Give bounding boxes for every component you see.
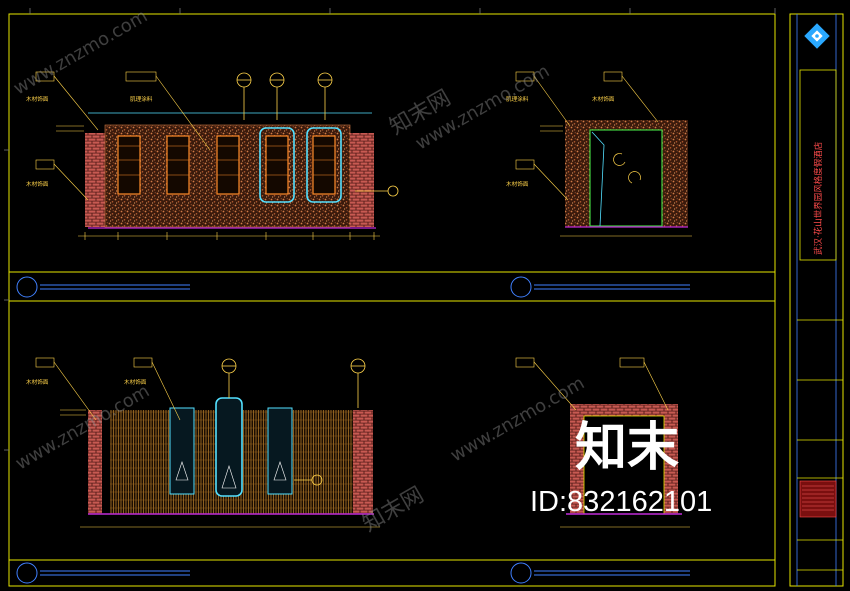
- project-title: 武汉·花山世界园风格度假酒店: [813, 141, 824, 255]
- drawing-title-bubbles: [16, 276, 690, 584]
- watermark-id: ID:832162101: [530, 486, 712, 518]
- label-wood-trim-upper: 木材饰面: [26, 95, 49, 103]
- label-stone-side: 肌理涂料: [506, 95, 529, 103]
- title-block: 武汉·花山世界园风格度假酒店: [796, 14, 843, 586]
- label-wood-trim-lower: 木材饰面: [26, 180, 49, 188]
- border-ticks: [4, 8, 776, 451]
- watermark-site-4: www.znzmo.com: [447, 373, 588, 467]
- elevation-4: [515, 357, 690, 528]
- company-logo-icon: [804, 23, 830, 49]
- watermark-logo: 知末: [575, 418, 679, 478]
- label-wood-side: 木材饰面: [506, 180, 529, 188]
- revision-table: [799, 480, 837, 518]
- elevation-3: 木材饰面 木材饰面: [26, 357, 380, 528]
- elevation-2: 肌理涂料 木材饰面 木材饰面: [506, 71, 692, 237]
- watermark-site-1: www.znzmo.com: [10, 6, 151, 100]
- label-stone-finish: 肌理涂料: [130, 95, 153, 103]
- label-wood-screen: 木材饰面: [124, 378, 147, 386]
- label-wood-panel: 木材饰面: [26, 378, 49, 386]
- sheet-frame: [8, 13, 844, 587]
- label-wood-door: 木材饰面: [592, 95, 615, 103]
- elevation-1: 木材饰面 肌理涂料 木材饰面: [26, 71, 399, 240]
